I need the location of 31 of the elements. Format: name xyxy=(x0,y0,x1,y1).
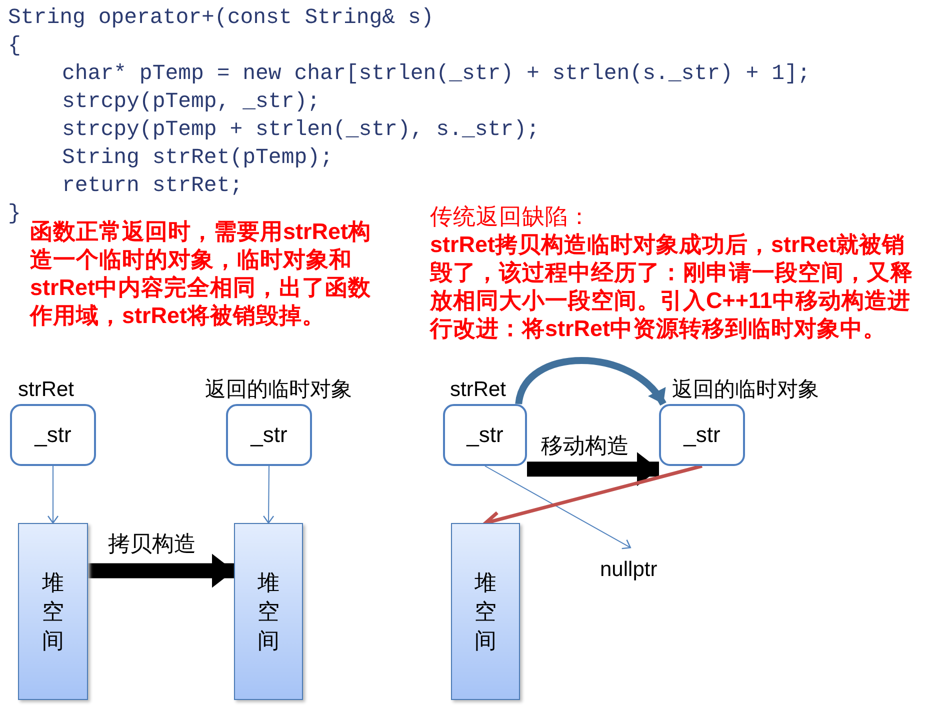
object-label: 返回的临时对象 xyxy=(205,378,352,402)
arrow xyxy=(515,357,666,406)
note-text: strRet拷贝构造临时对象成功后，strRet就被销毁了，该过程中经历了：刚申请一段空间，又释放相同大小一段空间。引入C++11中移动构造进行改进：将strRet中资源转移到临时对象中。 xyxy=(430,231,914,343)
code-line: { xyxy=(8,33,21,59)
object-box: _str xyxy=(226,404,312,466)
object-box: _str xyxy=(659,404,745,466)
code-line: String operator+(const String& s) xyxy=(8,5,434,31)
heap-block: 堆空间 xyxy=(18,523,88,700)
arrow xyxy=(47,466,59,524)
null-text: nullptr xyxy=(600,558,658,582)
code-line: } xyxy=(8,201,21,227)
arrow xyxy=(527,452,659,486)
code-line: String strRet(pTemp); xyxy=(62,145,333,171)
note-text: 函数正常返回时，需要用strRet构造一个临时的对象，临时对象和strRet中内容完全相同，出了函数作用域，strRet将被销毁掉。 xyxy=(30,218,372,330)
code-line: char* pTemp = new char[strlen(_str) + strlen(s._str) + 1]; xyxy=(62,61,810,87)
object-label: strRet xyxy=(18,378,74,402)
object-label: strRet xyxy=(450,378,506,402)
code-line: strcpy(pTemp, _str); xyxy=(62,89,320,115)
edge-label: 移动构造 xyxy=(541,434,629,458)
arrow xyxy=(484,466,631,550)
arrow xyxy=(88,554,234,588)
arrow xyxy=(262,466,274,524)
code-line: strcpy(pTemp + strlen(_str), s._str); xyxy=(62,117,540,143)
object-box: _str xyxy=(443,404,527,466)
heap-block: 堆空间 xyxy=(451,523,520,700)
code-line: return strRet; xyxy=(62,173,243,199)
note-heading: 传统返回缺陷： xyxy=(430,203,591,231)
object-label: 返回的临时对象 xyxy=(672,378,819,402)
heap-block: 堆空间 xyxy=(234,523,303,700)
edge-label: 拷贝构造 xyxy=(108,532,196,556)
object-box: _str xyxy=(10,404,96,466)
